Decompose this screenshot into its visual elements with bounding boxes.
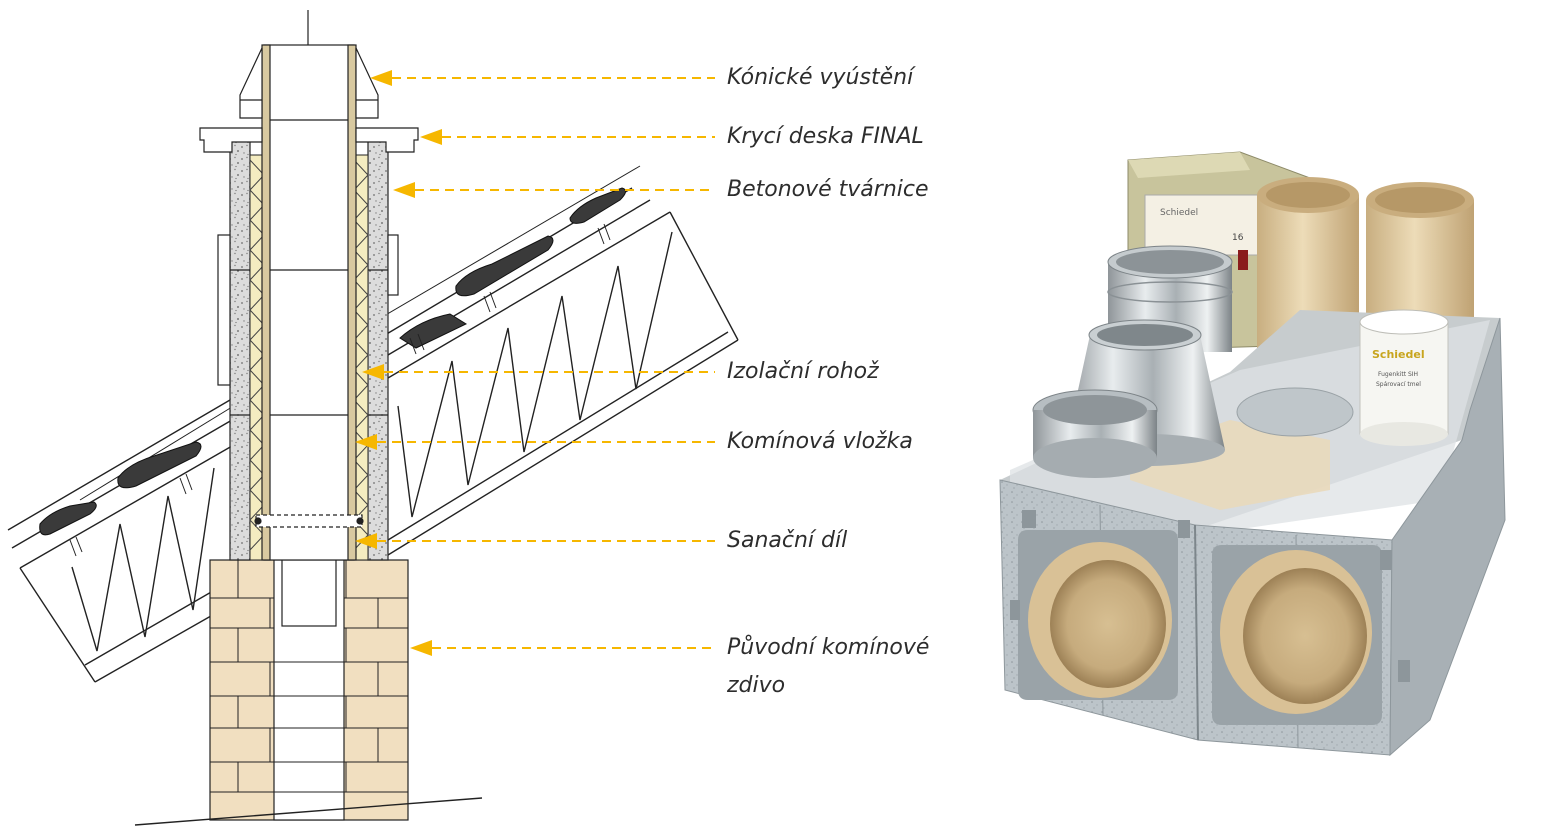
jar-brand-label: Schiedel xyxy=(1372,348,1425,361)
roof-tiles xyxy=(39,187,626,536)
label-puvodni-zdivo-line1: Původní komínové xyxy=(727,635,930,660)
arrowhead-sanacni-dil xyxy=(355,533,377,549)
label-kominova-vlozka: Komínová vložka xyxy=(727,429,913,454)
box-brand-label: Schiedel xyxy=(1160,208,1198,218)
jar-label-line2: Spárovací tmel xyxy=(1376,381,1421,388)
arrowhead-izolacni-rohoz xyxy=(362,364,384,380)
steel-ring xyxy=(1032,389,1158,478)
jar-label-line1: Fugenkitt SIH xyxy=(1378,371,1418,378)
arrowhead-betonove-tvarnice xyxy=(393,182,415,198)
concrete-blocks xyxy=(217,129,399,561)
label-izolacni-rohoz: Izolační rohož xyxy=(727,359,879,384)
label-sanacni-dil: Sanační díl xyxy=(727,528,848,553)
arrowhead-kryci-deska xyxy=(420,129,442,145)
arrowhead-kominova-vlozka xyxy=(355,434,377,450)
original-brick-masonry xyxy=(209,559,409,821)
sealant-jar: Schiedel Fugenkitt SIH Spárovací tmel xyxy=(1359,309,1449,446)
conical-outlet xyxy=(239,47,379,119)
tile-battens xyxy=(69,223,611,557)
label-puvodni-zdivo-line2: zdivo xyxy=(727,673,786,698)
insulation-mat xyxy=(249,154,369,561)
callout-arrowheads xyxy=(355,70,442,656)
label-konicke-vyusteni: Kónické vyústění xyxy=(727,65,914,90)
arrowhead-konicke-vyusteni xyxy=(370,70,392,86)
chimney-liner xyxy=(254,44,364,561)
arrowhead-puvodni-zdivo xyxy=(410,640,432,656)
roof-section xyxy=(7,165,739,683)
ground-line xyxy=(134,797,483,826)
cover-plate xyxy=(199,127,419,153)
product-photo: Schiedel 16 xyxy=(999,151,1506,757)
label-kryci-deska: Krycí deska FINAL xyxy=(727,124,924,149)
label-betonove-tvarnice: Betonové tvárnice xyxy=(727,177,929,202)
callout-arrows xyxy=(377,77,715,649)
box-label-number: 16 xyxy=(1232,233,1244,243)
